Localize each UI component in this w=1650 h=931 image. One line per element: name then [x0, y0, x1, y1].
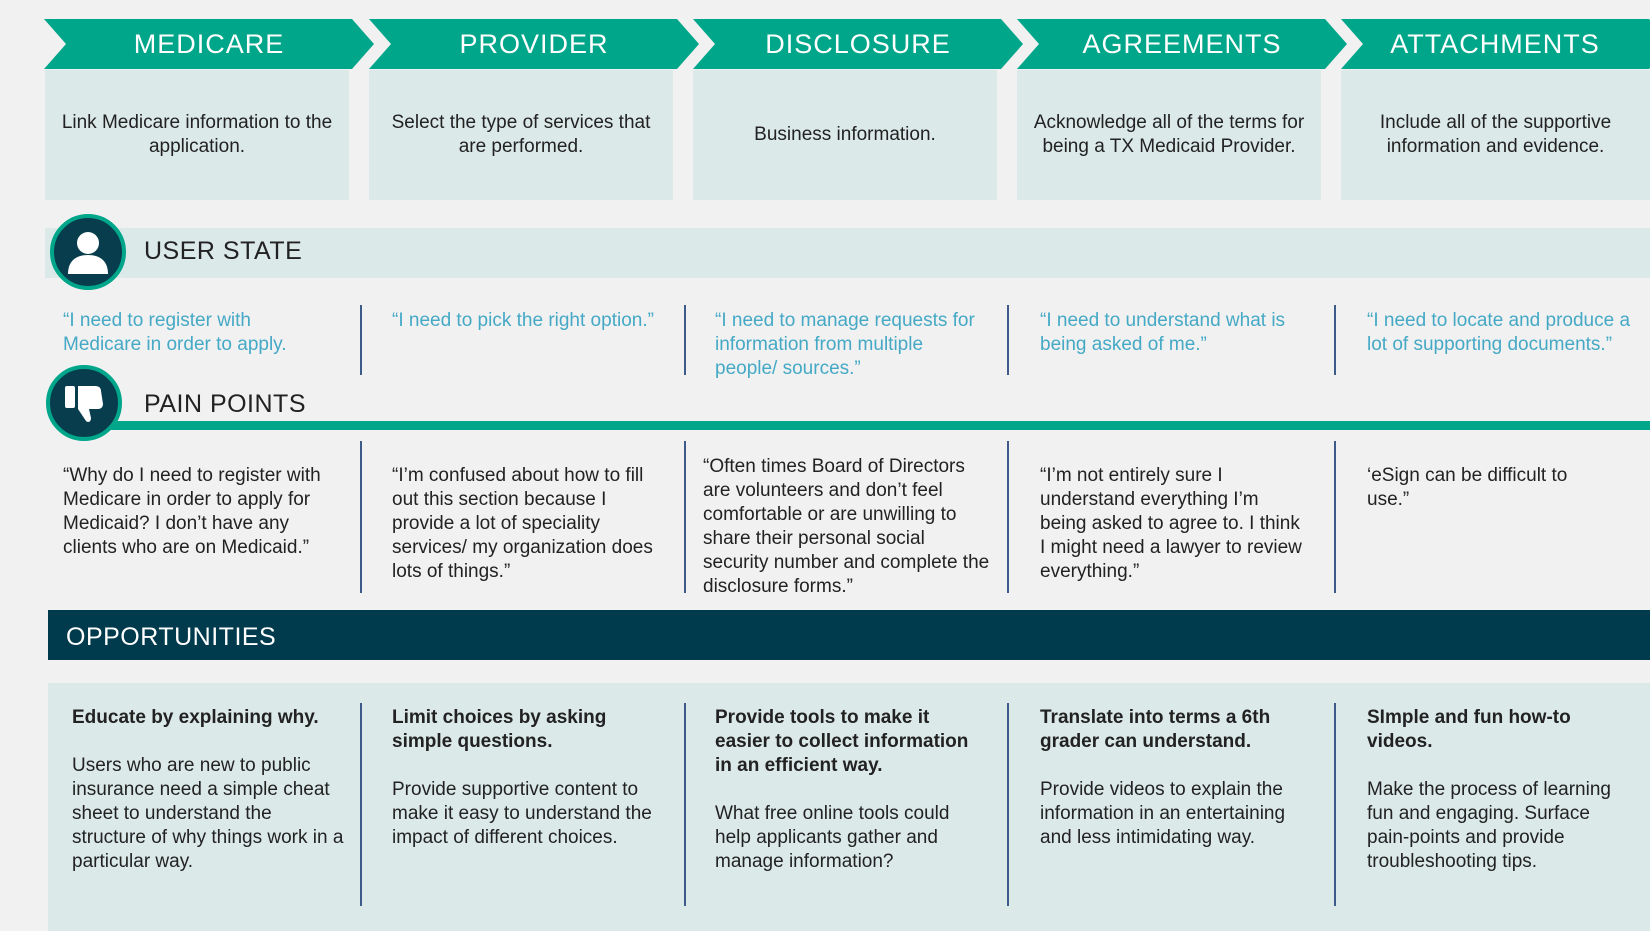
user-state-quote: “I need to register with Medicare in ord…	[63, 310, 287, 355]
opportunity-body: Make the process of learning fun and eng…	[1367, 779, 1611, 872]
description-text: Include all of the supportive informatio…	[1379, 112, 1612, 157]
pain-points-rule	[100, 421, 1650, 430]
pain-points-label: PAIN POINTS	[144, 390, 307, 418]
column-divider	[360, 441, 362, 593]
opportunity-title: Translate into terms a 6th grader can un…	[1040, 707, 1271, 752]
opportunity-body: What free online tools could help applic…	[715, 803, 950, 872]
opportunity-item: SImple and fun how-to videos. Make the p…	[1367, 706, 1635, 874]
stage-title: DISCLOSURE	[765, 28, 951, 59]
opportunity-title: Provide tools to make it easier to colle…	[715, 707, 969, 776]
pain-point-text: “I’m confused about how to fill out this…	[392, 465, 653, 582]
opportunity-title: Limit choices by asking simple questions…	[392, 707, 607, 752]
pain-point-text: “Often times Board of Directors are volu…	[703, 456, 990, 597]
column-divider	[684, 703, 686, 906]
user-state-band	[45, 228, 1650, 278]
column-divider	[1007, 703, 1009, 906]
opportunity-item: Translate into terms a 6th grader can un…	[1040, 706, 1310, 850]
opportunities-label: OPPORTUNITIES	[66, 623, 277, 651]
user-icon	[50, 214, 126, 290]
opportunity-item: Educate by explaining why. Users who are…	[72, 706, 344, 874]
opportunity-body: Users who are new to public insurance ne…	[72, 755, 344, 872]
user-state-quote: “I need to locate and produce a lot of s…	[1367, 310, 1631, 355]
column-divider	[1334, 305, 1336, 375]
stage-header-provider: PROVIDER	[369, 19, 699, 69]
description-text: Acknowledge all of the terms for being a…	[1033, 112, 1305, 157]
stage-header-agreements: AGREEMENTS	[1017, 19, 1347, 69]
column-divider	[684, 441, 686, 593]
user-state-quote: “I need to pick the right option.”	[392, 310, 654, 331]
stage-description-disclosure: Business information.	[693, 70, 997, 200]
stage-title: MEDICARE	[133, 28, 285, 59]
column-divider	[1007, 305, 1009, 375]
column-divider	[1007, 441, 1009, 593]
user-state-quote: “I need to manage requests for informati…	[715, 310, 975, 379]
pain-point-text: “Why do I need to register with Medicare…	[63, 465, 321, 558]
opportunity-body: Provide supportive content to make it ea…	[392, 779, 652, 848]
thumbs-down-icon	[46, 365, 122, 441]
stage-header-medicare: MEDICARE	[44, 19, 374, 69]
opportunity-title: SImple and fun how-to videos.	[1367, 707, 1571, 752]
description-text: Business information.	[754, 124, 936, 145]
opportunity-body: Provide videos to explain the informatio…	[1040, 779, 1286, 848]
column-divider	[684, 305, 686, 375]
stage-description-medicare: Link Medicare information to the applica…	[45, 70, 349, 200]
stage-title: AGREEMENTS	[1082, 28, 1282, 59]
stage-description-agreements: Acknowledge all of the terms for being a…	[1017, 70, 1321, 200]
pain-point-text: “I’m not entirely sure I understand ever…	[1040, 465, 1302, 582]
column-divider	[360, 305, 362, 375]
opportunities-panel	[48, 683, 1650, 931]
opportunity-item: Provide tools to make it easier to colle…	[715, 706, 985, 874]
stage-header-disclosure: DISCLOSURE	[693, 19, 1023, 69]
pain-point-text: ‘eSign can be difficult to use.”	[1367, 465, 1568, 510]
stage-header-attachments: ATTACHMENTS	[1341, 19, 1650, 69]
stage-description-attachments: Include all of the supportive informatio…	[1341, 70, 1650, 200]
opportunity-title: Educate by explaining why.	[72, 707, 319, 728]
stage-title: PROVIDER	[459, 28, 609, 59]
description-text: Select the type of services that are per…	[391, 112, 651, 157]
user-state-label: USER STATE	[144, 237, 303, 265]
column-divider	[1334, 441, 1336, 593]
stage-description-provider: Select the type of services that are per…	[369, 70, 673, 200]
user-state-quote: “I need to understand what is being aske…	[1040, 310, 1286, 355]
opportunity-item: Limit choices by asking simple questions…	[392, 706, 666, 850]
opportunities-band	[48, 610, 1650, 660]
column-divider	[1334, 703, 1336, 906]
column-divider	[360, 703, 362, 906]
description-text: Link Medicare information to the applica…	[61, 112, 333, 157]
stage-title: ATTACHMENTS	[1390, 28, 1600, 59]
